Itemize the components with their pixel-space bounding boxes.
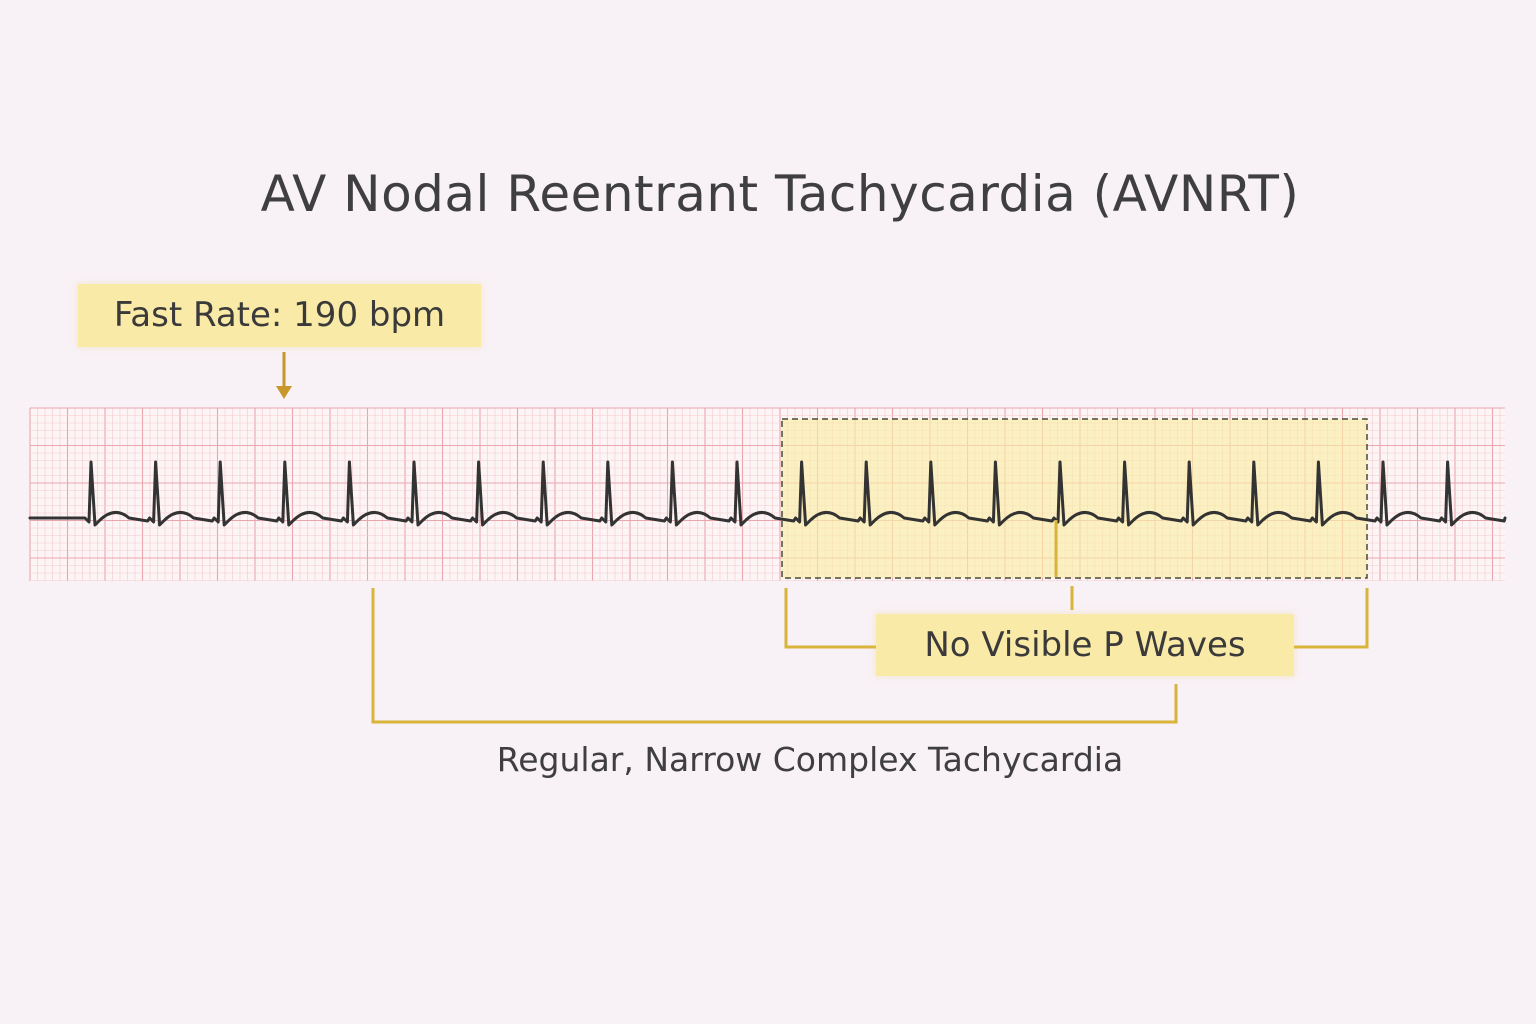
diagram-title: AV Nodal Reentrant Tachycardia (AVNRT) [260, 165, 1300, 223]
ecg-trace [28, 460, 1507, 527]
p-wave-bracket-right [1294, 588, 1369, 649]
p-wave-bracket-left [784, 588, 876, 649]
no-p-wave-highlight-region [781, 418, 1368, 579]
no-p-waves-label: No Visible P Waves [876, 614, 1294, 676]
rate-label: Fast Rate: 190 bpm [78, 284, 481, 347]
summary-bracket [371, 588, 1178, 724]
rate-arrow-head [276, 386, 292, 399]
summary-caption: Regular, Narrow Complex Tachycardia [496, 740, 1124, 779]
